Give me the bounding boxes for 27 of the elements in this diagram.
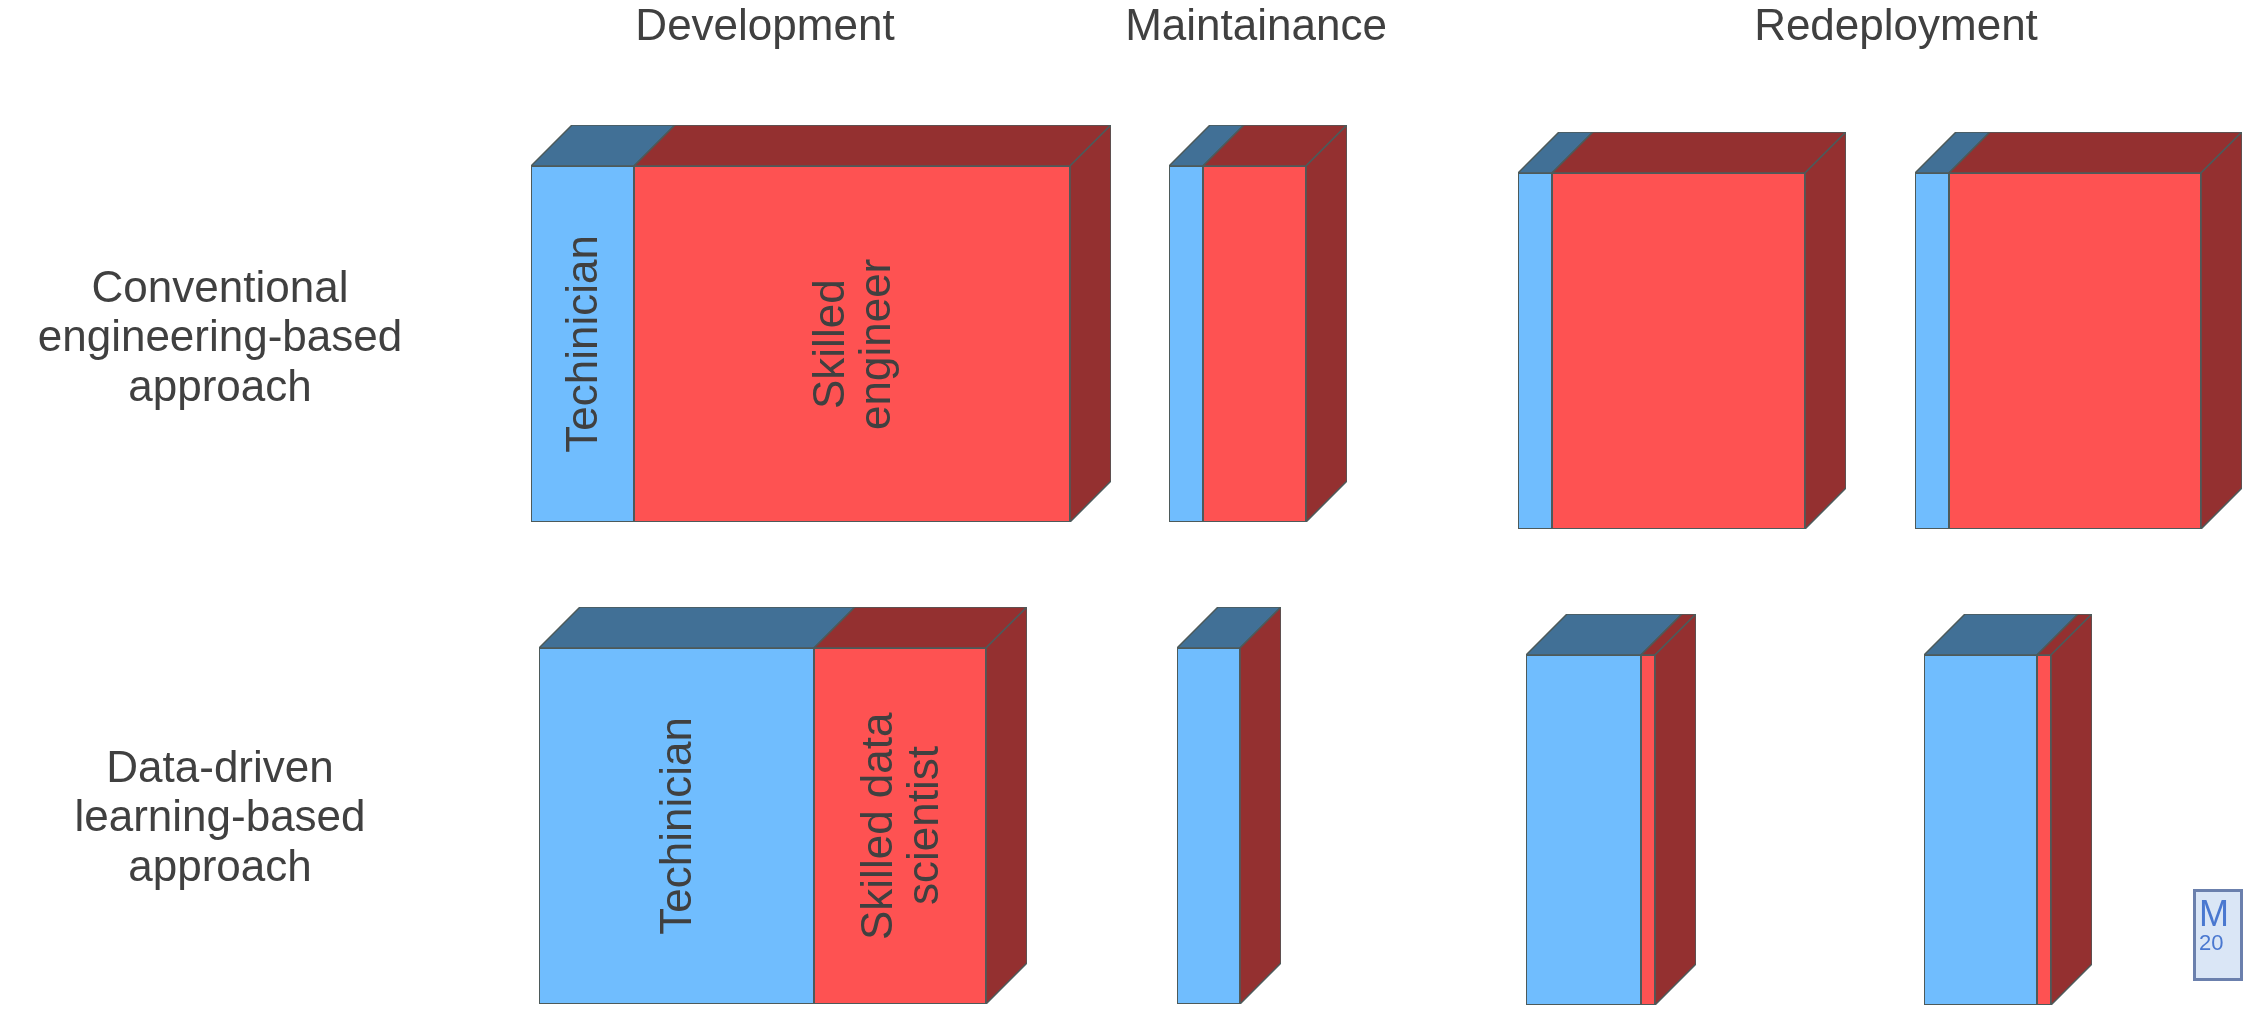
cuboid-segment xyxy=(1169,166,1203,522)
role-label: Techinician xyxy=(559,235,606,453)
cuboid-segment xyxy=(1641,655,1655,1005)
row-heading: Data-driven learning-based approach xyxy=(73,742,367,890)
role-label: Techinician xyxy=(653,717,700,935)
citation-box xyxy=(2193,889,2243,981)
cuboid-segment xyxy=(1177,648,1240,1004)
column-heading: Development xyxy=(634,0,896,50)
cuboid-segment xyxy=(1924,655,2037,1005)
cuboid-segment xyxy=(634,166,1070,522)
column-heading: Maintainance xyxy=(1124,0,1388,50)
cuboid-segment xyxy=(2037,655,2051,1005)
cuboid-segment xyxy=(1526,655,1641,1005)
cuboid-segment xyxy=(1203,166,1306,522)
cuboid-segment xyxy=(531,166,634,522)
cuboid-segment xyxy=(1518,173,1552,529)
role-label: Skilled engineer xyxy=(805,257,899,432)
cuboid-segment xyxy=(1949,173,2201,529)
citation-text: 20 xyxy=(2199,932,2225,954)
cuboid-segment xyxy=(539,648,814,1004)
column-heading: Redeployment xyxy=(1753,0,2039,50)
cuboid-segment xyxy=(1552,173,1805,529)
cuboid-segment xyxy=(814,648,986,1004)
citation-text: M xyxy=(2199,896,2230,932)
role-label: Skilled data scientist xyxy=(853,711,947,942)
cuboid-segment xyxy=(1915,173,1949,529)
row-heading: Conventional engineering-based approach xyxy=(36,262,404,410)
